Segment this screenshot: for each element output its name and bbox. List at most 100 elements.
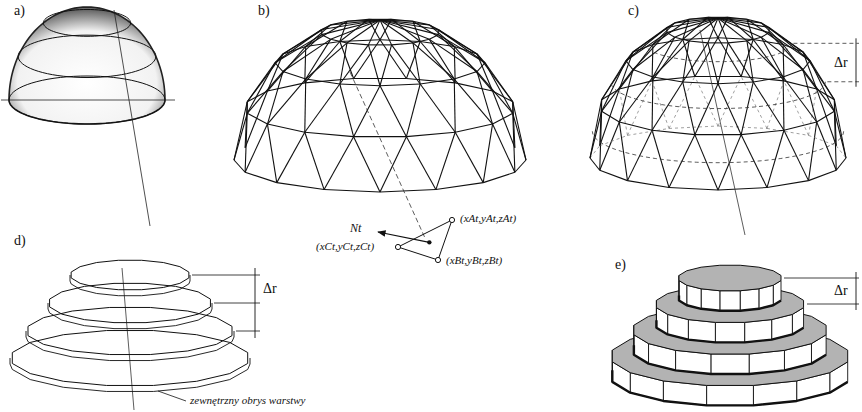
dome-edge [354, 78, 407, 79]
dome-edge [322, 35, 331, 40]
layer-thickness: Δr [834, 56, 848, 70]
dome-edge [321, 30, 322, 35]
dome-edge [783, 77, 817, 122]
dome-edge [322, 20, 380, 35]
dome-edge [275, 63, 283, 72]
dome-edge [718, 43, 728, 84]
dome-edge [834, 100, 836, 146]
dome-edge [512, 102, 513, 114]
dome-edge [454, 79, 456, 132]
hidden-edge [652, 81, 669, 129]
dome-edge [626, 61, 633, 70]
dome-edge [667, 18, 718, 28]
dome-edge [783, 70, 803, 77]
dome-edge [708, 17, 718, 19]
dome-edge [454, 79, 492, 124]
dome-edge [683, 82, 695, 135]
dome-edge [380, 20, 438, 35]
dome-edge [652, 39, 683, 80]
stepped-layers [612, 265, 859, 405]
latitude-ring [18, 35, 156, 77]
layer-band [48, 303, 49, 309]
dome-edge [627, 181, 669, 188]
dome-edge [392, 45, 421, 84]
normal-vector [378, 232, 429, 242]
dome-edge [695, 84, 718, 135]
dome-edge [368, 19, 380, 21]
dome-edge [324, 190, 380, 192]
dome-edge [380, 190, 436, 192]
dome-edge [675, 18, 718, 23]
dome-edge [429, 25, 454, 47]
layer-band [212, 303, 213, 309]
dome-edge [728, 41, 747, 43]
dome-edge [718, 188, 767, 190]
dome-edge [354, 137, 380, 192]
dimension-line [236, 331, 260, 332]
dome-edge [368, 45, 380, 86]
dome-edge [718, 82, 753, 84]
dome-edge [600, 100, 602, 146]
layer-band [10, 364, 250, 391]
dome-edge [420, 84, 455, 132]
facet-centroid [427, 240, 431, 244]
facet-triangle [398, 220, 452, 260]
dome-edge [429, 35, 438, 40]
dome-edge [753, 77, 783, 82]
dome-edge [283, 72, 306, 79]
dome-edge [513, 102, 515, 148]
dome-edge [695, 76, 741, 77]
dome-edge [245, 172, 277, 182]
dome-edge [340, 84, 380, 86]
dome-edge [741, 82, 753, 135]
dome-edge [493, 124, 515, 172]
dome-edge [817, 89, 835, 100]
layer-band [10, 358, 11, 364]
dome-edge [368, 19, 391, 20]
dome-edge [354, 136, 407, 137]
dome-edge [619, 122, 652, 130]
dome-edge [305, 41, 340, 82]
prism-side [720, 291, 740, 311]
dome-edge [652, 82, 683, 130]
dome-edge [817, 111, 835, 122]
dome-edge [718, 18, 728, 43]
dome-edge [347, 20, 380, 21]
dome-edge [728, 43, 753, 82]
dimension-line [807, 304, 859, 305]
dome-edge [626, 28, 667, 61]
layer-thickness: Δr [263, 282, 277, 296]
dome-edge [347, 43, 368, 45]
dome-edge [305, 132, 354, 136]
hidden-edge [809, 135, 837, 145]
prism-top [679, 265, 781, 291]
panel-letter: c) [628, 4, 639, 18]
dome-edge [652, 130, 695, 134]
dome-edge [667, 18, 718, 33]
dome-edge [413, 39, 429, 43]
layer-band [26, 331, 27, 337]
layer-band [70, 281, 190, 296]
axis-line [1, 100, 175, 101]
layer-outlines [10, 260, 260, 410]
dome-edge [708, 17, 728, 18]
dome-edge [406, 132, 455, 136]
hemisphere-surface [9, 7, 165, 124]
dome-edge [306, 43, 347, 79]
dome-edge [761, 33, 769, 38]
slice-line [592, 131, 843, 162]
layer-band [250, 358, 251, 364]
dome-edge [304, 79, 306, 132]
dimension-line [856, 272, 857, 310]
dome-edge [666, 28, 667, 33]
dome-edge [718, 18, 769, 33]
panel-letter: a) [14, 4, 25, 18]
dimension-line [827, 81, 859, 82]
dome-edge [306, 79, 340, 84]
prism-side [711, 354, 749, 374]
dome-edge [652, 77, 654, 130]
dome-edge [354, 86, 380, 137]
dome-edge [633, 70, 653, 77]
dome-edge [602, 111, 620, 122]
vertex-point [395, 244, 400, 249]
